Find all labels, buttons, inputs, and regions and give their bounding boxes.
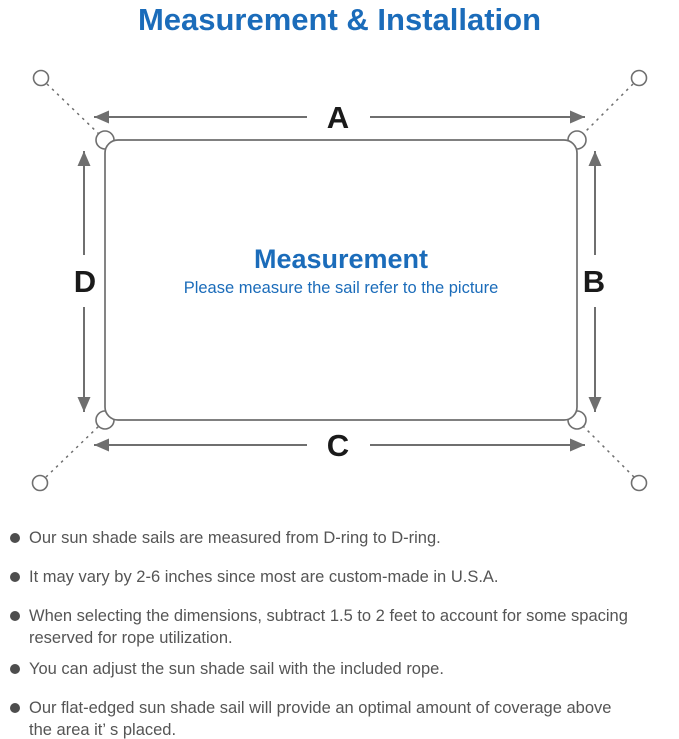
dimension-arrow-d: D (74, 151, 96, 412)
list-item-text: It may vary by 2-6 inches since most are… (29, 568, 499, 586)
dimension-label-a: A (327, 100, 349, 135)
notes-list: Our sun shade sails are measured from D-… (10, 527, 674, 739)
measurement-heading: Measurement (254, 244, 428, 274)
anchor-ring-top-right (630, 69, 648, 87)
sail-measurement-diagram: A C D B Measurement Please measure the s… (31, 69, 648, 492)
rope-dashed-line-top-left (46, 83, 102, 137)
bullet-icon (10, 533, 20, 543)
list-item: Our sun shade sails are measured from D-… (10, 527, 674, 549)
dimension-arrow-a: A (94, 100, 585, 135)
list-item-text: When selecting the dimensions, subtract … (29, 607, 628, 647)
list-item-text: You can adjust the sun shade sail with t… (29, 660, 444, 678)
list-item-text: Our sun shade sails are measured from D-… (29, 529, 441, 547)
list-item: When selecting the dimensions, subtract … (10, 605, 674, 649)
list-item-text: Our flat-edged sun shade sail will provi… (29, 699, 612, 739)
sail-rectangle (104, 139, 578, 421)
bullet-icon (10, 611, 20, 621)
dimension-label-d: D (74, 264, 96, 299)
list-item: Our flat-edged sun shade sail will provi… (10, 697, 674, 739)
dimension-label-b: B (583, 264, 605, 299)
bullet-icon (10, 703, 20, 713)
dimension-arrow-c: C (94, 428, 585, 463)
measurement-subtitle: Please measure the sail refer to the pic… (184, 279, 499, 297)
bullet-icon (10, 572, 20, 582)
anchor-ring-bottom-left (31, 474, 49, 492)
dimension-arrow-b: B (583, 151, 605, 412)
anchor-ring-bottom-right (630, 474, 648, 492)
page-title: Measurement & Installation (137, 2, 542, 37)
dimension-label-c: C (327, 428, 349, 463)
anchor-ring-top-left (32, 69, 50, 87)
rope-dashed-line-bottom-left (45, 423, 102, 478)
rope-dashed-line-bottom-right (580, 423, 635, 478)
rope-dashed-line-top-right (580, 83, 634, 137)
list-item: You can adjust the sun shade sail with t… (10, 658, 674, 680)
list-item: It may vary by 2-6 inches since most are… (10, 566, 674, 588)
bullet-icon (10, 664, 20, 674)
